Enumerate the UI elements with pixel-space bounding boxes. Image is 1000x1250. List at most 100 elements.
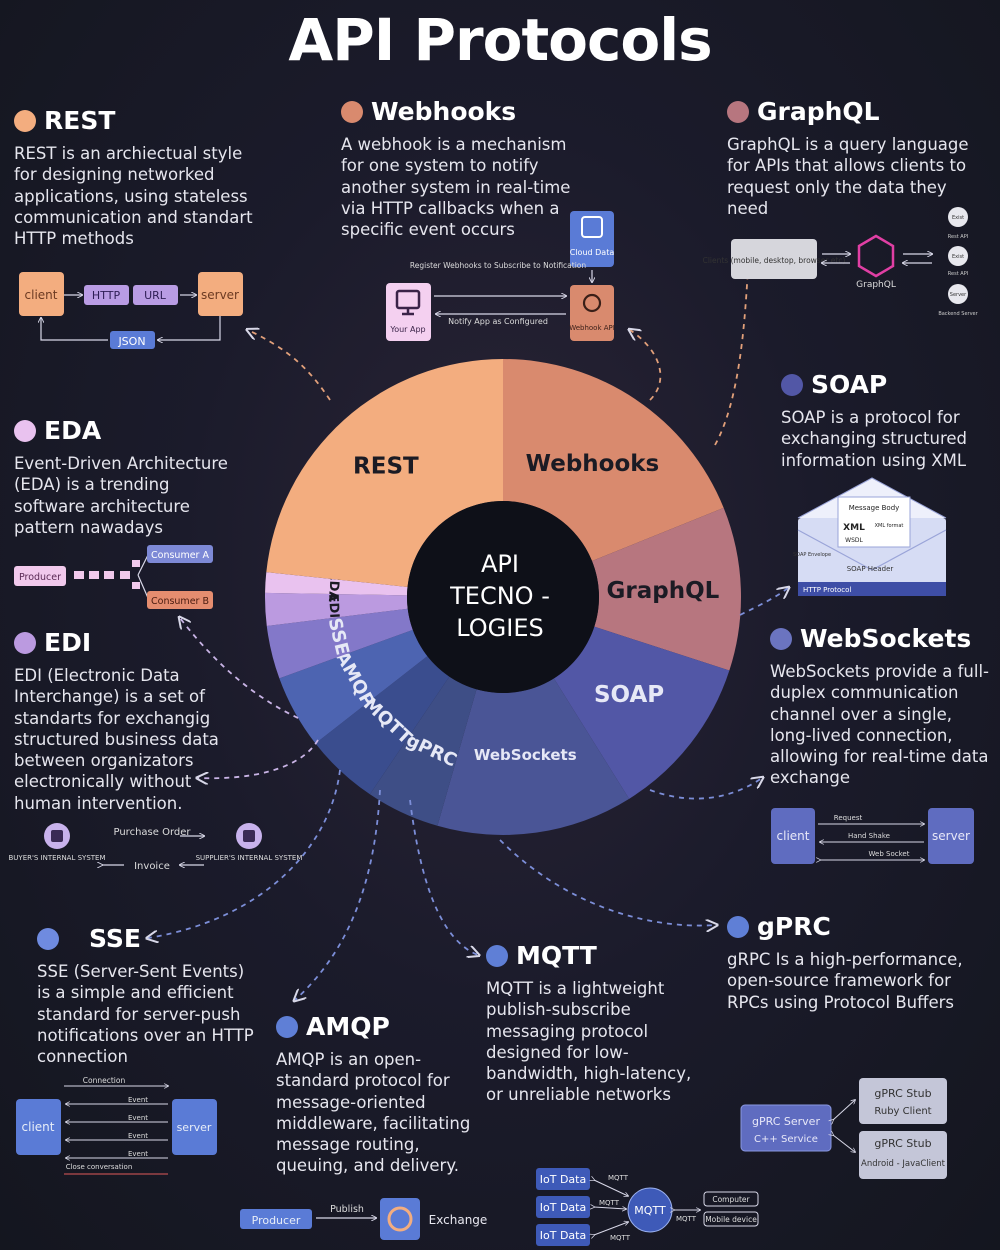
- donut-label-rest: REST: [353, 453, 419, 479]
- connector-amqp: [295, 789, 381, 1000]
- connector-edi: [198, 739, 319, 778]
- register-label: Register Webhooks to Subscribe to Notifi…: [410, 261, 587, 270]
- graphql-node-3: Server: [950, 292, 967, 298]
- iot-data-box-1: [536, 1168, 590, 1190]
- sse-client-box: [16, 1099, 61, 1155]
- mqtt-link-1: MQTT: [608, 1174, 629, 1182]
- section-description: WebSockets provide a full-duplex communi…: [770, 662, 989, 788]
- computer-box: [703, 1191, 759, 1207]
- connector-mqtt: [409, 799, 478, 955]
- page-title: API Protocols: [288, 6, 712, 74]
- sse-diagram: client server Connection Event Event Eve…: [16, 1076, 217, 1175]
- section-rest: REST REST is an archiectual style for de…: [14, 106, 264, 249]
- graphql-diagram: Clients (mobile, desktop, browser etc) G…: [703, 207, 979, 317]
- eda-producer-box: [14, 566, 66, 586]
- ws-websocket-label: Web Socket: [869, 850, 910, 858]
- rest-http-box: [84, 285, 129, 305]
- supplier-label: SUPPLIER'S INTERNAL SYSTEM: [196, 854, 303, 862]
- webhook-api-label: Webhook API: [569, 324, 615, 332]
- section-description: A webhook is a mechanism for one system …: [341, 135, 571, 240]
- section-description: REST is an archiectual style for designi…: [14, 144, 253, 249]
- soap-diagram: Message Body XML XML format WSDL SOAP En…: [793, 477, 947, 596]
- sse-close-label: Close conversation: [66, 1163, 133, 1171]
- section-grpc: gPRC gRPC Is a high-performance, open-so…: [727, 912, 977, 1013]
- donut-label-graphql: GraphQL: [607, 578, 720, 604]
- consumer-a-box: [147, 545, 213, 563]
- donut-label-edi: EDI: [325, 593, 341, 618]
- donut-segment-graphql: [592, 507, 741, 671]
- section-description: AMQP is an open-standard protocol for me…: [276, 1050, 471, 1176]
- donut-segment-amqp: [279, 629, 428, 744]
- graphql-logo-icon: [857, 234, 895, 278]
- ws-server-box: [928, 808, 974, 864]
- your-app-label: Your App: [389, 325, 425, 334]
- section-description: EDI (Electronic Data Interchange) is a s…: [14, 666, 219, 813]
- graphql-rest-api-2: Rest API: [948, 271, 968, 277]
- rest-http-label: HTTP: [92, 289, 121, 302]
- donut-segment-webhooks: [503, 359, 724, 562]
- section-title: SSE: [89, 924, 141, 953]
- section-edi: EDI EDI (Electronic Data Interchange) is…: [14, 628, 244, 814]
- rest-url-box: [133, 285, 178, 305]
- section-mqtt: MQTT MQTT is a lightweight publish-subsc…: [486, 941, 696, 1106]
- rest-client-label: client: [25, 288, 58, 302]
- sse-server-label: server: [177, 1121, 212, 1134]
- donut-label-websockets: WebSockets: [474, 746, 577, 764]
- graphql-node-1: Exist: [952, 215, 964, 221]
- sse-client-label: client: [22, 1120, 55, 1134]
- section-title: Webhooks: [371, 97, 517, 126]
- donut-center: [407, 501, 599, 693]
- notify-label: Notify App as Configured: [448, 317, 548, 326]
- connector-websockets: [649, 778, 762, 800]
- center-line-1: API: [481, 550, 519, 578]
- connector-eda: [180, 618, 299, 719]
- section-title: EDI: [44, 628, 92, 657]
- iot-data-label-1: IoT Data: [540, 1173, 586, 1186]
- websockets-dot-icon: [770, 627, 792, 650]
- grpc-diagram: gPRC Server C++ Service gPRC Stub Ruby C…: [740, 1078, 947, 1179]
- grpc-stub-2-sub-label: Android - JavaClient: [861, 1159, 946, 1169]
- amqp-exchange-label: Exchange: [429, 1213, 488, 1227]
- section-description: Event-Driven Architecture (EDA) is a tre…: [14, 454, 228, 537]
- section-description: MQTT is a lightweight publish-subscribe …: [486, 979, 692, 1105]
- sse-server-box: [172, 1099, 217, 1155]
- donut-label-soap: SOAP: [594, 682, 664, 708]
- ws-client-box: [771, 808, 815, 864]
- soap-wsdl-label: WSDL: [845, 537, 863, 544]
- section-description: gRPC Is a high-performance, open-source …: [727, 950, 963, 1012]
- donut-segment-gprc: [369, 676, 477, 826]
- grpc-stub-1-sub-label: Ruby Client: [874, 1106, 931, 1117]
- mqtt-link-4: MQTT: [676, 1215, 697, 1223]
- section-websockets: WebSockets WebSockets provide a full-dup…: [770, 624, 995, 789]
- connector-webhooks: [630, 330, 662, 401]
- purchase-order-label: Purchase Order: [113, 827, 191, 838]
- section-description: GraphQL is a query language for APIs tha…: [727, 135, 969, 218]
- rest-dot-icon: [14, 109, 36, 132]
- consumer-b-label: Consumer B: [151, 596, 209, 607]
- soap-xml-label: XML: [843, 523, 865, 533]
- soap-message-body: [837, 496, 911, 548]
- connector-sse: [148, 769, 341, 938]
- amqp-publish-label: Publish: [330, 1204, 364, 1215]
- donut-segment-websockets: [437, 678, 630, 836]
- sse-event-3: Event: [128, 1132, 148, 1140]
- section-title: EDA: [44, 416, 102, 445]
- soap-dot-icon: [781, 373, 803, 396]
- graphql-node-2: Exist: [952, 254, 964, 260]
- section-title: REST: [44, 106, 116, 135]
- mqtt-broker-label: MQTT: [634, 1204, 666, 1217]
- section-title: MQTT: [516, 941, 597, 970]
- ws-server-label: server: [932, 829, 970, 843]
- edi-dot-icon: [14, 631, 36, 654]
- ws-handshake-label: Hand Shake: [848, 832, 890, 840]
- grpc-server-box: [740, 1104, 832, 1152]
- section-title: AMQP: [306, 1012, 390, 1041]
- donut-segment-eda: [265, 572, 408, 596]
- rest-json-label: JSON: [117, 335, 145, 348]
- mqtt-link-3: MQTT: [610, 1234, 631, 1242]
- grpc-dot-icon: [727, 915, 749, 938]
- soap-envelope-label: SOAP Envelope: [793, 552, 831, 558]
- donut-segment-rest: [266, 359, 503, 587]
- grpc-stub-2-box: [859, 1131, 947, 1179]
